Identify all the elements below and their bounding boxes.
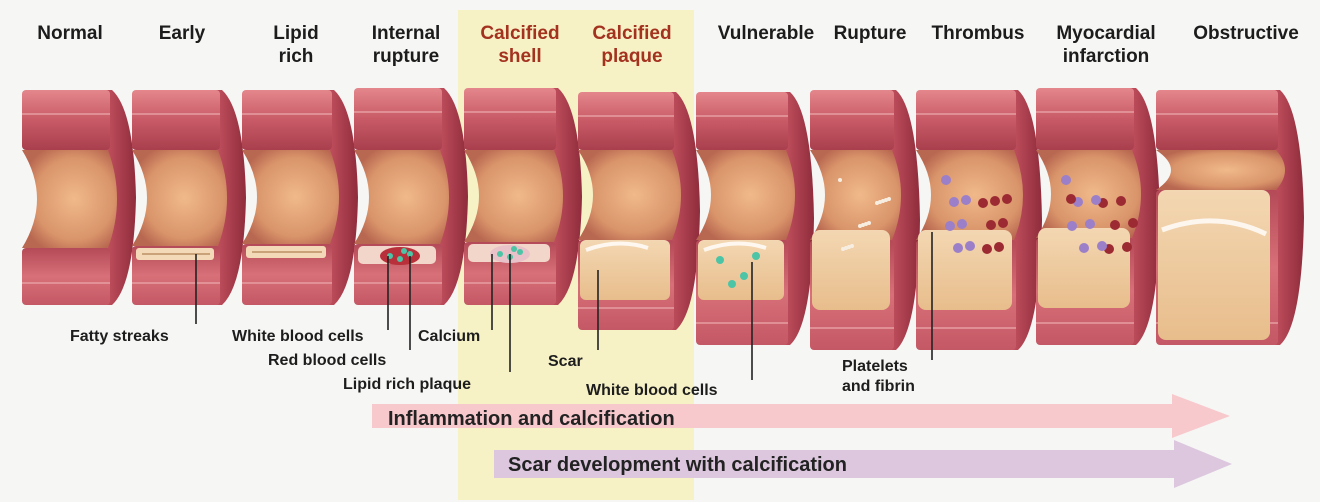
inflammation-arrow-label: Inflammation and calcification <box>388 408 675 431</box>
stage-label-11: Obstructive <box>1176 22 1316 45</box>
artery-segment-6 <box>578 92 700 330</box>
scar-development-arrow-label: Scar development with calcification <box>508 454 847 477</box>
artery-segment-8 <box>810 90 920 350</box>
stage-label-6: Calcified plaque <box>562 22 702 68</box>
artery-segment-11 <box>1156 90 1304 345</box>
artery-segment-4 <box>354 88 468 305</box>
artery-segment-9 <box>916 90 1042 350</box>
artery-segment-5 <box>464 88 582 305</box>
artery-segment-2 <box>132 90 246 305</box>
artery-segment-1 <box>22 90 136 305</box>
stage-label-10: Myocardial infarction <box>1036 22 1176 68</box>
artery-segment-10 <box>1036 88 1160 345</box>
artery-segment-3 <box>242 90 358 305</box>
callout-white-blood-cells: White blood cells <box>232 328 364 346</box>
callout-platelets-and-fibrin: Platelets and fibrin <box>842 357 915 397</box>
callout-calcium: Calcium <box>418 328 480 346</box>
callout-fatty-streaks: Fatty streaks <box>70 328 169 346</box>
stage-label-9: Thrombus <box>908 22 1048 45</box>
callout-red-blood-cells: Red blood cells <box>268 352 386 370</box>
callout-scar: Scar <box>548 353 583 371</box>
callout-lipid-rich-plaque: Lipid rich plaque <box>343 376 471 394</box>
artery-segment-7 <box>696 92 814 345</box>
